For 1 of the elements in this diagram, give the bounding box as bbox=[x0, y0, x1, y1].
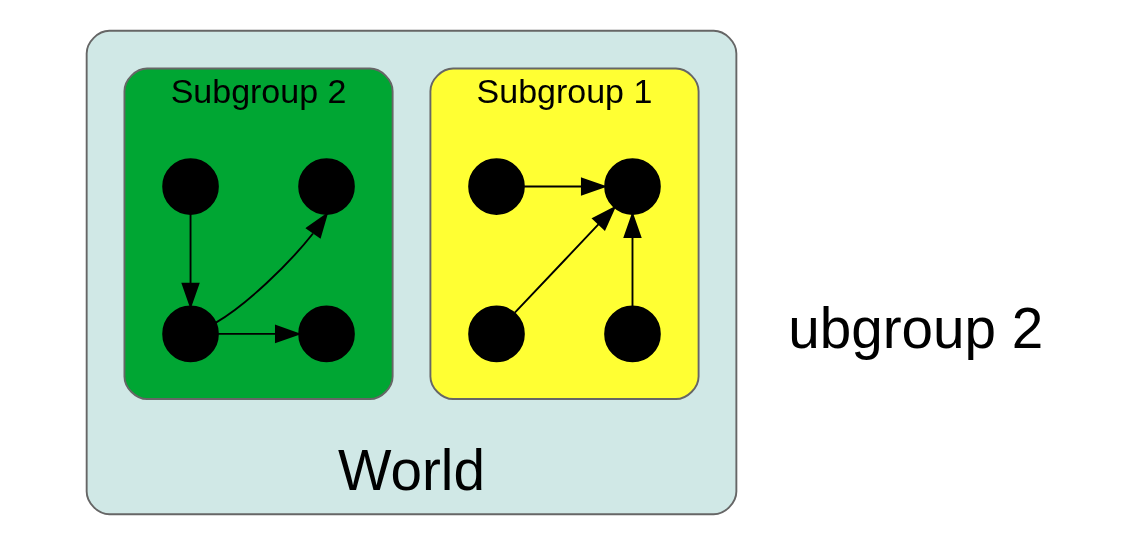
label: ubgroup 2 bbox=[787, 297, 1043, 361]
